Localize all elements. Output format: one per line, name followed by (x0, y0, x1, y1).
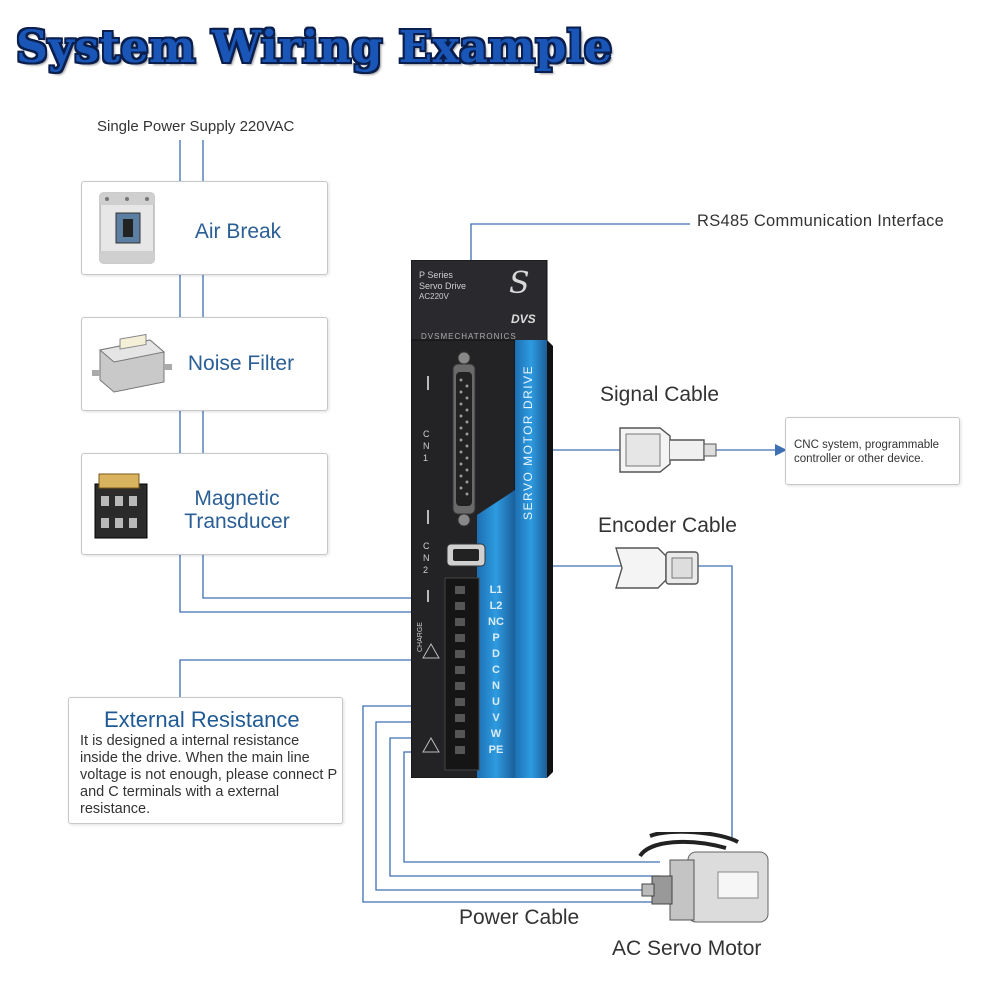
external-resistance-title: External Resistance (104, 707, 300, 732)
power-supply-label: Single Power Supply 220VAC (97, 118, 295, 135)
page-title: System Wiring Example (16, 22, 613, 73)
magnetic-transducer-box: Magnetic Transducer (81, 453, 328, 555)
terminal-c: C (492, 664, 500, 676)
terminal-nc: NC (488, 616, 504, 628)
drive-logo-letter: S (509, 266, 530, 301)
terminal-u: U (492, 696, 500, 708)
rs485-label: RS485 Communication Interface (697, 212, 945, 230)
cn2-label: CN2 (423, 541, 430, 575)
drive-series: P Series (419, 270, 453, 280)
encoder-cable-label: Encoder Cable (598, 514, 737, 537)
magnetic-transducer-label: Magnetic Transducer (172, 487, 302, 533)
drive-side-text: SERVO MOTOR DRIVE (521, 364, 535, 520)
magnetic-transducer-line1: Magnetic (194, 487, 280, 510)
cn1-label: CN1 (423, 429, 430, 463)
wire-rs485 (470, 223, 690, 262)
drive-voltage: AC220V (419, 292, 449, 301)
signal-cable-label: Signal Cable (600, 383, 720, 406)
cnc-device-text: CNC system, programmable controller or o… (794, 438, 939, 466)
power-cable-label: Power Cable (459, 906, 580, 929)
noise-filter-box: Noise Filter (81, 317, 328, 411)
terminal-labels: L1 L2 NC P D C N U V W PE (487, 584, 507, 760)
terminal-p: P (492, 632, 500, 644)
magnetic-transducer-line2: Transducer (184, 510, 290, 533)
terminal-l1: L1 (489, 584, 503, 596)
air-break-box: Air Break (81, 181, 328, 275)
noise-filter-label: Noise Filter (187, 352, 295, 375)
terminal-w: W (490, 728, 502, 740)
terminal-l2: L2 (489, 600, 503, 612)
drive-brand-mark: DVS (511, 312, 536, 326)
external-resistance-body: It is designed a internal resistance ins… (80, 733, 337, 817)
contactor-icon (94, 473, 148, 539)
cnc-device-line2: controller or other device. (794, 453, 924, 465)
terminal-d: D (492, 648, 500, 660)
terminal-v: V (492, 712, 500, 724)
external-resistance-box (68, 697, 343, 824)
air-break-label: Air Break (194, 220, 282, 243)
wire-resistance (179, 659, 462, 700)
terminal-pe: PE (488, 744, 504, 756)
servo-motor-icon (638, 832, 769, 923)
wire-l2 (202, 140, 462, 599)
cnc-device-box: CNC system, programmable controller or o… (785, 417, 960, 485)
noise-filter-icon (92, 333, 172, 393)
ac-servo-motor-label: AC Servo Motor (612, 937, 762, 960)
wire-l1 (179, 140, 462, 613)
cnc-device-line1: CNC system, programmable (794, 439, 940, 451)
drive-type: Servo Drive (419, 281, 467, 291)
encoder-cable-connector-icon (615, 547, 699, 589)
servo-drive: P Series Servo Drive AC220V S DVS DVSMEC… (411, 260, 553, 778)
air-break-icon (99, 192, 155, 264)
charge-label: CHARGE (417, 622, 424, 652)
drive-brand: DVSMECHATRONICS (421, 332, 517, 341)
signal-cable-connector-icon (619, 427, 717, 473)
terminal-n: N (492, 680, 500, 692)
servo-drive-body (411, 260, 553, 778)
arrow-icon (775, 444, 787, 456)
